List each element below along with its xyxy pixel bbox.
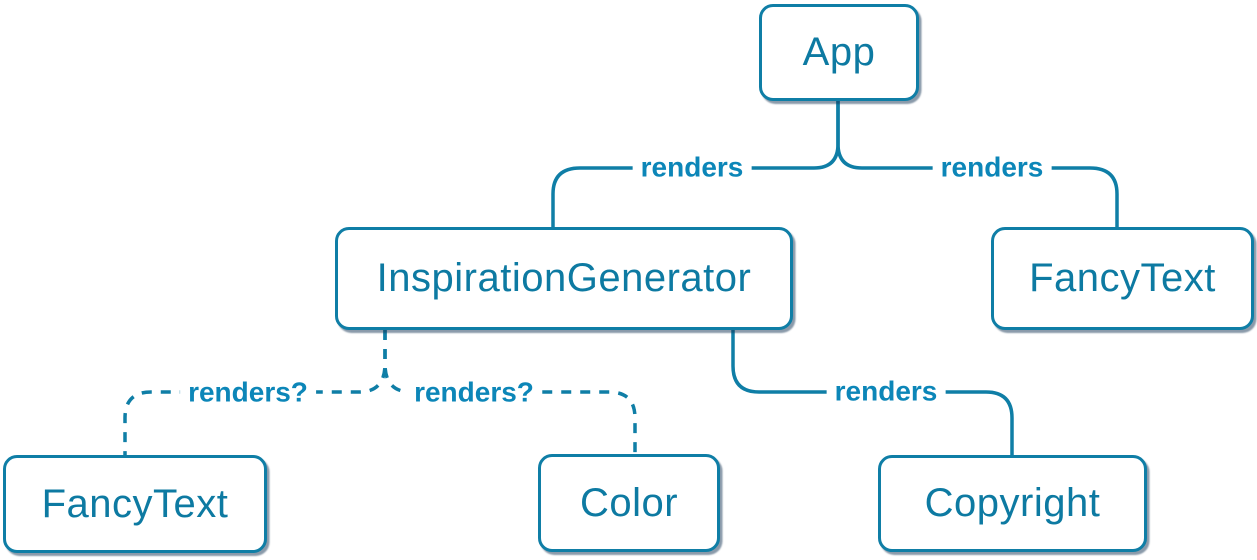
node-fancy-text-bottom-label: FancyText bbox=[41, 481, 229, 526]
node-fancy-text-bottom: FancyText bbox=[3, 455, 267, 553]
node-app: App bbox=[759, 4, 919, 101]
node-color-label: Color bbox=[579, 480, 679, 525]
edge-label-renders-copyright: renders bbox=[826, 375, 946, 409]
node-fancy-text-top: FancyText bbox=[991, 227, 1254, 330]
node-inspiration-generator-label: InspirationGenerator bbox=[376, 256, 752, 300]
node-inspiration-generator: InspirationGenerator bbox=[335, 227, 793, 330]
edge-label-renders-question-left: renders? bbox=[180, 376, 316, 410]
node-color: Color bbox=[538, 454, 720, 552]
edge-label-renders-right: renders bbox=[932, 151, 1052, 185]
node-app-label: App bbox=[802, 30, 876, 74]
node-fancy-text-top-label: FancyText bbox=[1029, 256, 1216, 300]
node-copyright-label: Copyright bbox=[924, 481, 1101, 525]
edge-inspirationgenerator-to-fancytext bbox=[123, 330, 387, 455]
node-copyright: Copyright bbox=[878, 455, 1147, 552]
edge-label-renders-left: renders bbox=[632, 151, 752, 185]
edge-label-renders-question-right: renders? bbox=[406, 376, 542, 410]
